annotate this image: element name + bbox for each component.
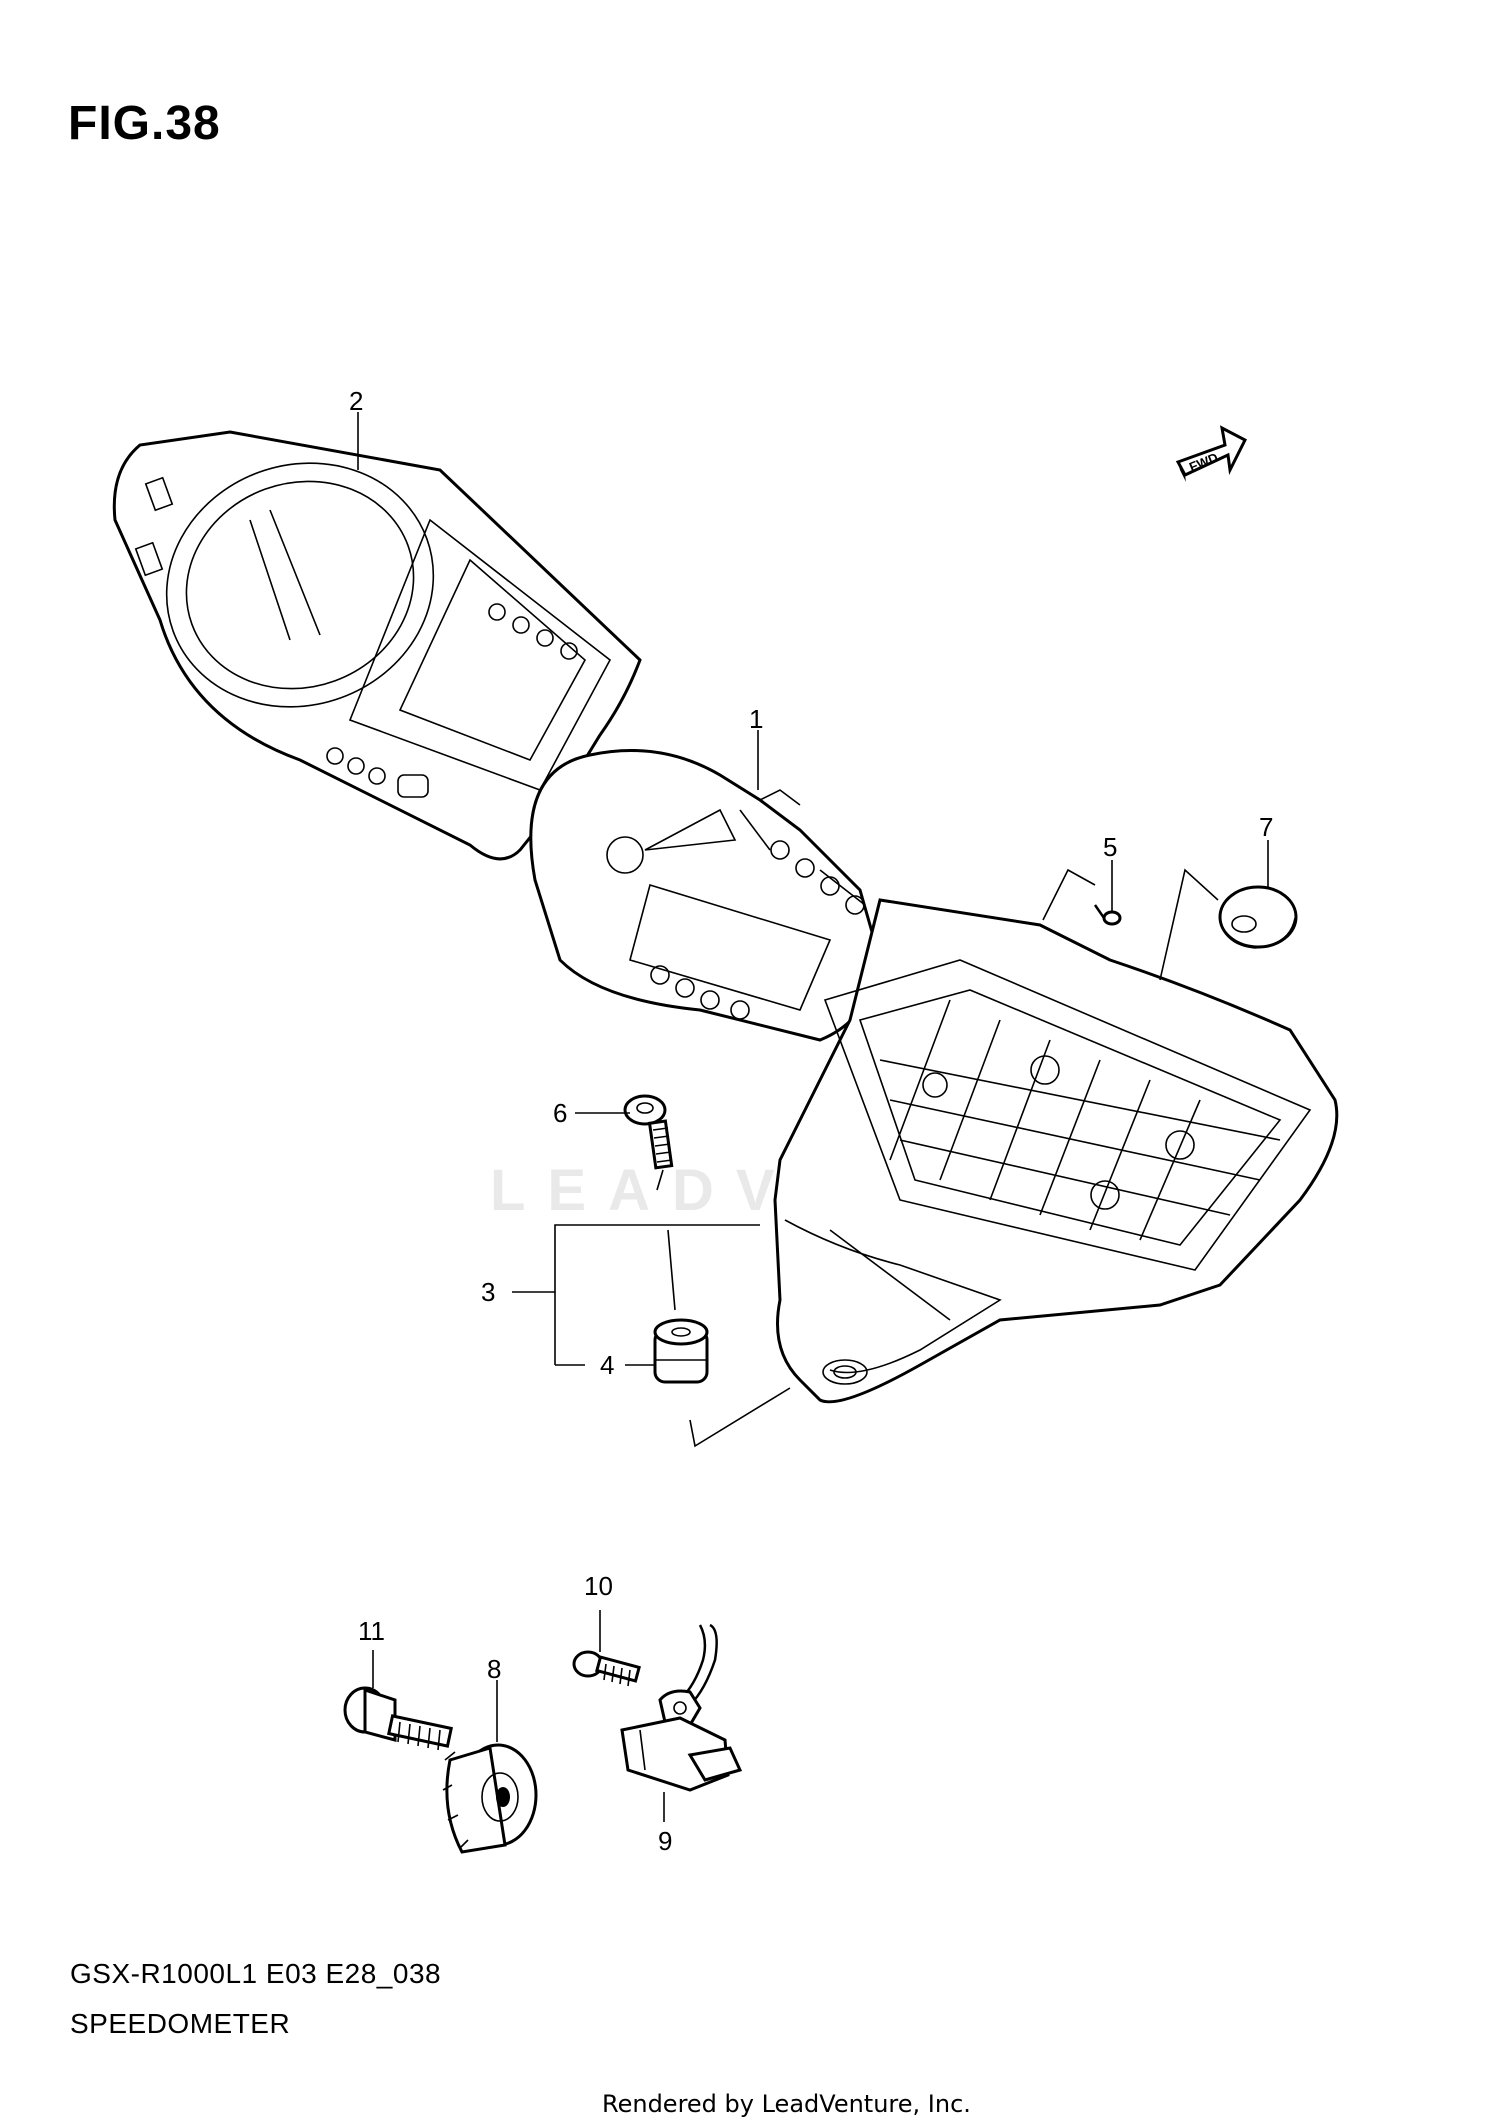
render-credit: Rendered by LeadVenture, Inc. [602,2090,971,2118]
figure-title: FIG.38 [68,97,221,150]
grommet-part-7 [1218,885,1298,949]
meter-case-part [773,898,1339,1404]
callout-4: 4 [600,1350,614,1380]
screw-part-5 [1093,904,1122,926]
callout-2: 2 [349,386,363,416]
callout-10: 10 [584,1571,613,1601]
fwd-label: FWD [1187,450,1220,475]
callout-1: 1 [749,704,763,734]
forward-direction-arrow-icon: FWD [1175,425,1248,482]
callout-8: 8 [487,1654,501,1684]
callout-3: 3 [481,1277,495,1307]
model-code: GSX-R1000L1 E03 E28_038 [70,1958,442,1989]
callout-7: 7 [1259,812,1273,842]
meter-cover-part [112,430,642,861]
callout-6: 6 [553,1098,567,1128]
section-name: SPEEDOMETER [70,2008,291,2039]
bolt-part-11 [343,1686,453,1751]
callout-11: 11 [358,1616,385,1646]
speed-sensor-part-9 [620,1623,743,1792]
leader-lines [357,412,1269,1822]
callout-labels: 2 1 5 7 6 3 4 8 9 10 11 [349,386,1273,1856]
callout-9: 9 [658,1826,672,1856]
grommet-part-4 [653,1318,709,1384]
speedometer-assembly-part [529,749,882,1042]
bolt-part-6 [623,1094,674,1170]
bolt-part-10 [572,1650,641,1687]
callout-5: 5 [1103,832,1117,862]
rotor-part-8 [442,1743,538,1854]
